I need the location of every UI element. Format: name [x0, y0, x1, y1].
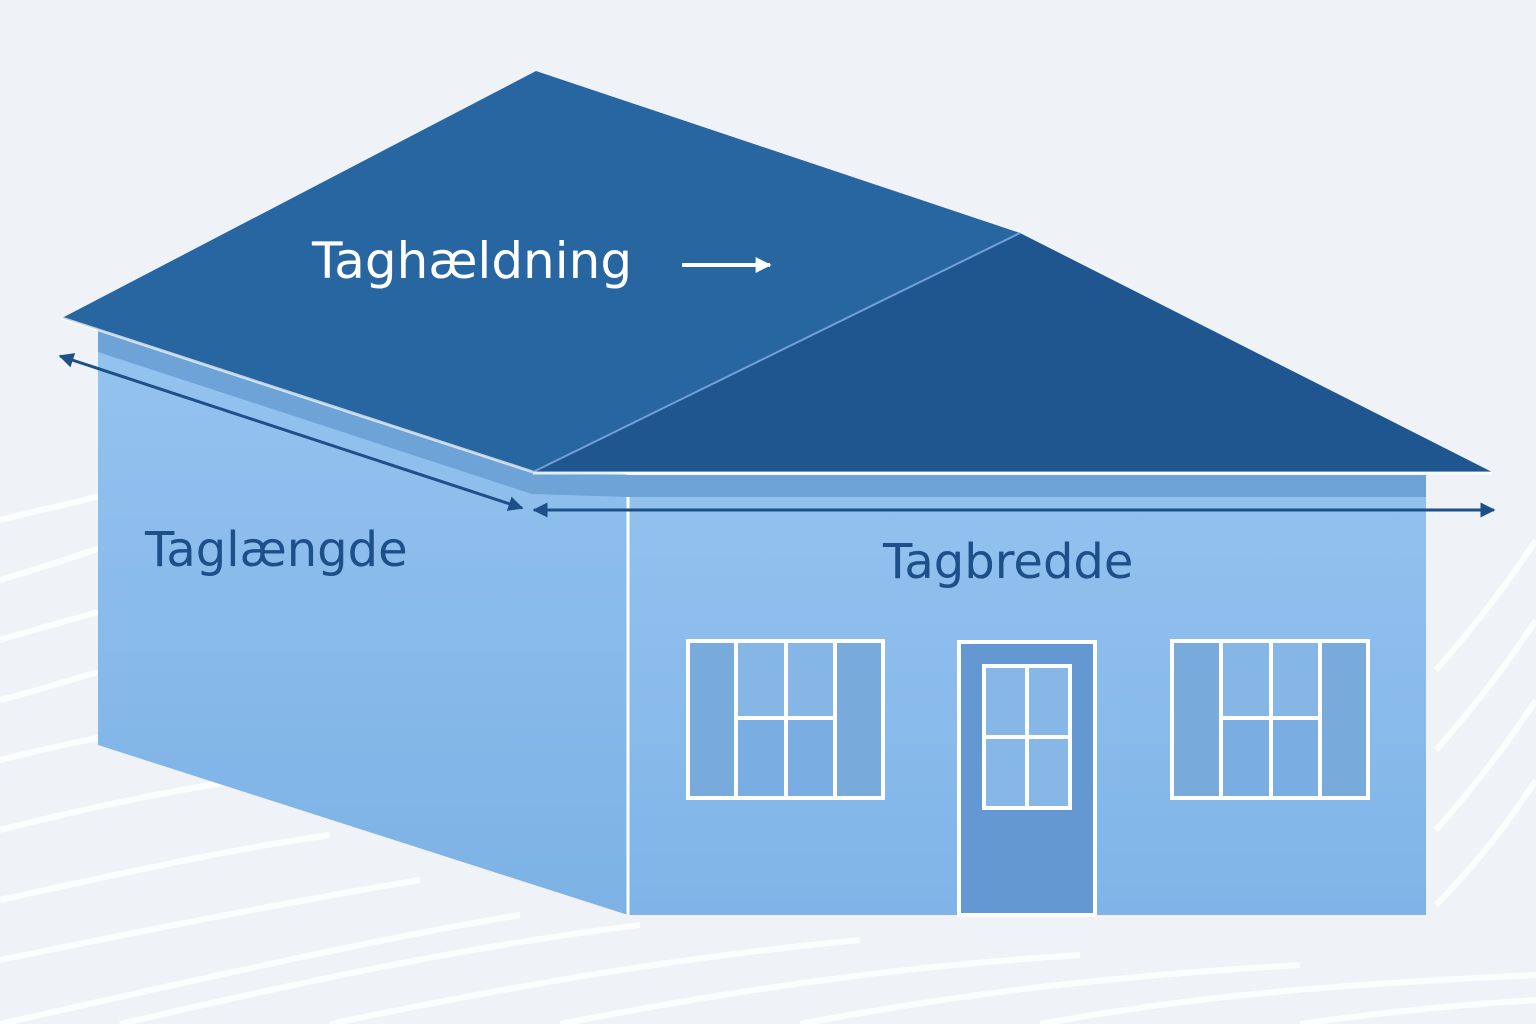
door — [957, 640, 1097, 917]
window-left — [686, 639, 885, 800]
front-fascia — [628, 475, 1426, 497]
length-double-arrow-icon — [58, 353, 524, 511]
window-right — [1170, 639, 1370, 800]
roof-width-label: Tagbredde — [883, 534, 1134, 590]
ground-lines — [0, 489, 1536, 1024]
roof-pitch-label: Taghældning — [312, 232, 633, 290]
roof-side-plane — [533, 233, 1492, 472]
roof-length-label: Taglængde — [145, 522, 408, 578]
left-fascia — [98, 330, 628, 497]
roof-hip-line — [532, 232, 1021, 473]
